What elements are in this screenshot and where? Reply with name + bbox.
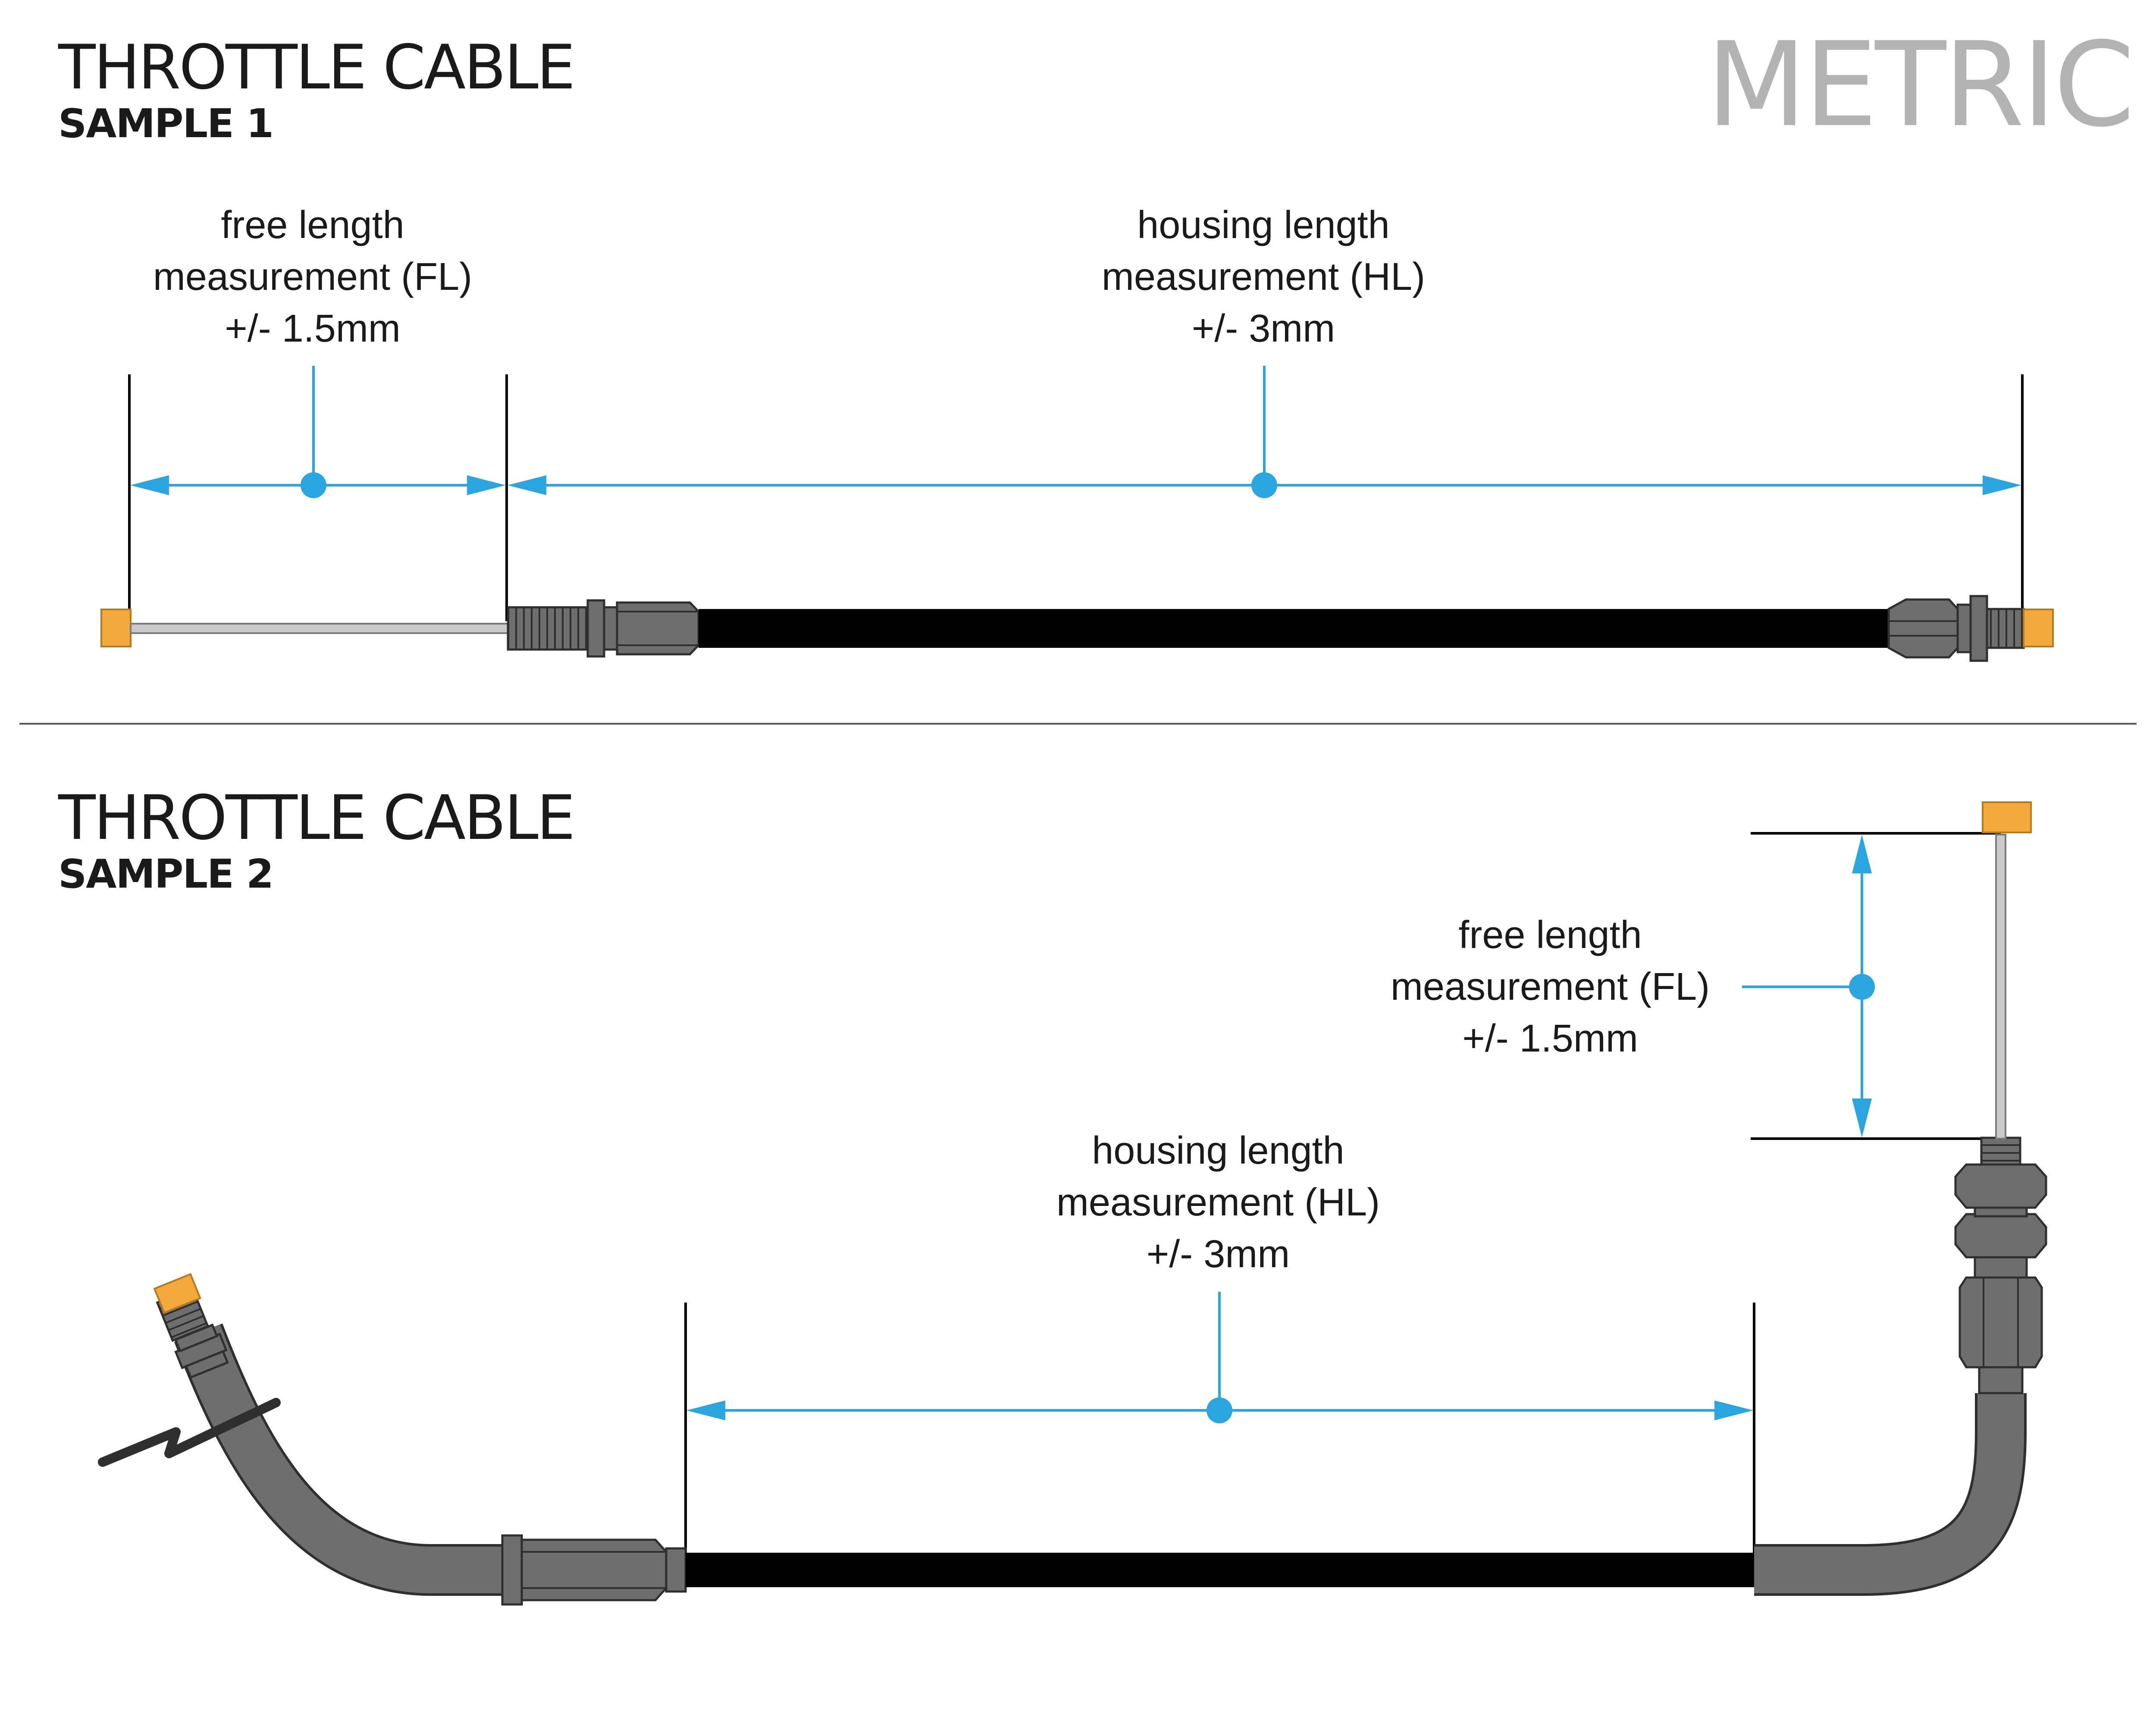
- arrow-left-icon: [686, 1400, 725, 1420]
- threaded-adjuster: [507, 606, 589, 651]
- sample1-fl-line2: measurement (FL): [153, 255, 472, 298]
- cable-end-tip: [100, 609, 132, 647]
- sample2-hl-dimension: [686, 1292, 1753, 1423]
- cable-end-tip: [2023, 609, 2054, 647]
- sample1-fl-line3: +/- 1.5mm: [225, 307, 401, 350]
- inner-wire: [1995, 834, 2006, 1140]
- sample2-title: THROTTLE CABLE: [58, 782, 573, 854]
- sample1-hl-line2: measurement (HL): [1102, 255, 1425, 298]
- cable-end-tip: [153, 1273, 201, 1314]
- sample2-fl-line3: +/- 1.5mm: [1462, 1017, 1638, 1060]
- sample2-hl-line1: housing length: [1092, 1129, 1344, 1172]
- lock-nut: [1969, 595, 1988, 662]
- inner-wire: [130, 623, 509, 634]
- sample2-fl-label: free length measurement (FL) +/- 1.5mm: [1391, 914, 1710, 1060]
- sample1-title: THROTTLE CABLE: [58, 32, 573, 103]
- sample1-hl-dimension: [508, 366, 2021, 498]
- sample2-fl-line1: free length: [1458, 914, 1642, 957]
- arrow-up-icon: [1852, 835, 1872, 873]
- sample1-fl-line1: free length: [221, 204, 404, 247]
- sample2-hl-label: housing length measurement (HL) +/- 3mm: [1056, 1129, 1380, 1276]
- sample2-left-elbow: [98, 1273, 509, 1596]
- arrow-right-icon: [1714, 1400, 1753, 1420]
- sample1-fl-label: free length measurement (FL) +/- 1.5mm: [153, 204, 472, 350]
- unit-label: METRIC: [1706, 17, 2132, 153]
- sample1-subtitle: SAMPLE 1: [58, 100, 273, 147]
- threaded-adjuster: [1980, 1136, 2021, 1166]
- arrow-left-icon: [130, 475, 169, 495]
- lock-nut: [1954, 1213, 2047, 1259]
- sample2-hl-line3: +/- 3mm: [1147, 1233, 1290, 1276]
- cable-housing: [686, 1553, 1754, 1587]
- sample2-fl-dimension: [1742, 835, 1875, 1137]
- mounting-bracket: [98, 1398, 281, 1467]
- arrow-left-icon: [508, 475, 546, 495]
- coupler-fitting: [520, 1538, 667, 1601]
- lock-nut: [501, 1534, 523, 1606]
- arrow-right-icon: [467, 475, 506, 495]
- cable-housing: [699, 609, 1889, 648]
- lock-nut: [1954, 1163, 2047, 1209]
- hex-fitting: [1959, 1276, 2043, 1369]
- sample1-hl-line1: housing length: [1137, 204, 1389, 247]
- sample1-hl-line3: +/- 3mm: [1192, 307, 1335, 350]
- lock-nut: [586, 599, 605, 658]
- sample2-fl-line2: measurement (FL): [1391, 965, 1710, 1008]
- sample2-hl-line2: measurement (HL): [1056, 1181, 1380, 1224]
- sample2-subtitle: SAMPLE 2: [58, 851, 273, 897]
- arrow-right-icon: [1983, 475, 2021, 495]
- arrow-down-icon: [1852, 1099, 1872, 1137]
- hex-fitting: [1887, 598, 1959, 659]
- sample1-cable: [100, 595, 2054, 662]
- cable-end-tip: [1982, 801, 2032, 833]
- sample1-fl-dimension: [130, 366, 506, 498]
- right-elbow: [1754, 1393, 2024, 1593]
- sample1-hl-label: housing length measurement (HL) +/- 3mm: [1102, 204, 1425, 350]
- sample2-cable: [501, 801, 2047, 1606]
- ferrule-fitting: [616, 601, 700, 656]
